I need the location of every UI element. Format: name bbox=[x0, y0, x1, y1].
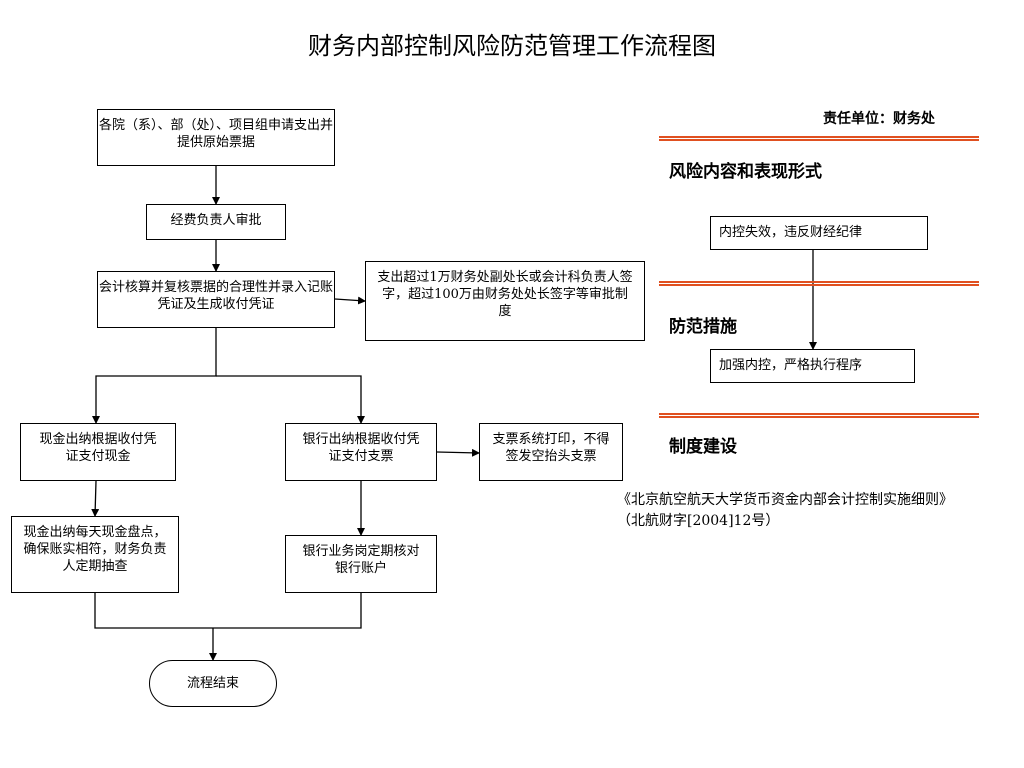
measure-box: 加强内控，严格执行程序 bbox=[710, 349, 915, 383]
flow-review-box: 经费负责人审批 bbox=[146, 204, 286, 240]
cheque-print-box: 支票系统打印，不得签发空抬头支票 bbox=[479, 423, 623, 481]
section-rule bbox=[659, 136, 979, 141]
flow-bank-pay-box: 银行出纳根据收付凭证支付支票 bbox=[285, 423, 437, 481]
flow-accounting-box: 会计核算并复核票据的合理性并录入记账凭证及生成收付凭证 bbox=[97, 271, 335, 328]
section-rule bbox=[659, 281, 979, 286]
regulation-reference-number: （北航财字[2004]12号） bbox=[617, 513, 780, 529]
section-system-heading: 制度建设 bbox=[669, 437, 737, 457]
flow-cash-count-box: 现金出纳每天现金盘点，确保账实相符，财务负责人定期抽查 bbox=[11, 516, 179, 593]
flow-cash-pay-box: 现金出纳根据收付凭证支付现金 bbox=[20, 423, 176, 481]
owner-label: 责任单位：财务处 bbox=[823, 111, 935, 127]
section-measures-heading: 防范措施 bbox=[669, 317, 737, 337]
section-rule bbox=[659, 413, 979, 418]
page-title: 财务内部控制风险防范管理工作流程图 bbox=[308, 32, 716, 60]
regulation-reference-title: 《北京航空航天大学货币资金内部会计控制实施细则》 bbox=[617, 492, 953, 508]
flow-end-terminal: 流程结束 bbox=[149, 660, 277, 707]
flow-bank-reconcile-box: 银行业务岗定期核对银行账户 bbox=[285, 535, 437, 593]
section-risk-heading: 风险内容和表现形式 bbox=[669, 162, 822, 182]
risk-box: 内控失效，违反财经纪律 bbox=[710, 216, 928, 250]
approval-rule-box: 支出超过1万财务处副处长或会计科负责人签字，超过100万由财务处处长签字等审批制… bbox=[365, 261, 645, 341]
flow-apply-box: 各院（系）、部（处）、项目组申请支出并提供原始票据 bbox=[97, 109, 335, 166]
